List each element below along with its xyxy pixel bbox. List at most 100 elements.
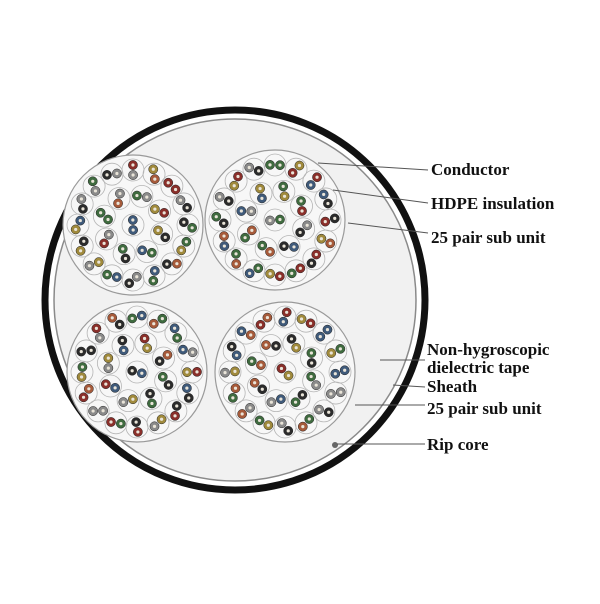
conductor xyxy=(247,165,251,170)
pair-outline xyxy=(314,187,338,211)
conductor xyxy=(214,215,218,219)
conductor xyxy=(290,271,294,275)
conductor xyxy=(113,386,117,390)
conductor xyxy=(102,241,106,245)
conductor xyxy=(259,363,263,367)
conductor xyxy=(87,387,91,391)
conductor xyxy=(218,195,222,199)
conductor xyxy=(182,220,186,224)
pair-outline xyxy=(160,252,184,276)
conductor xyxy=(104,382,108,386)
pair-outline xyxy=(99,374,122,398)
conductor xyxy=(82,239,86,243)
pair-outline xyxy=(164,321,188,345)
pair-outline xyxy=(146,309,170,333)
wire-pair xyxy=(111,334,135,357)
conductor xyxy=(298,266,302,270)
conductor xyxy=(299,317,304,321)
conductor xyxy=(257,418,262,423)
wire-pair xyxy=(273,305,297,329)
conductor xyxy=(280,421,284,425)
conductor xyxy=(105,173,109,177)
conductor xyxy=(289,337,294,341)
wire-pair xyxy=(92,204,116,228)
conductor xyxy=(81,207,85,211)
wire-pair xyxy=(324,381,348,405)
conductor xyxy=(222,221,226,225)
wire-pair xyxy=(287,387,311,410)
wire-pair xyxy=(164,321,188,345)
wire-pair xyxy=(254,237,278,261)
wire-pair xyxy=(86,399,110,423)
pair-outline xyxy=(86,399,110,423)
label-tape-line1: Non-hygroscopic xyxy=(427,340,550,359)
wire-pair xyxy=(142,162,166,186)
conductor xyxy=(79,349,83,354)
pair-outline xyxy=(234,399,258,423)
conductor xyxy=(260,243,264,248)
conductor xyxy=(78,218,82,223)
pair-outline xyxy=(130,184,154,208)
conductor xyxy=(161,375,165,379)
wire-pair xyxy=(134,331,158,355)
wire-pair xyxy=(284,259,308,283)
conductor xyxy=(105,272,109,277)
conductor xyxy=(327,410,331,414)
pair-outline xyxy=(259,334,283,357)
wire-pair xyxy=(146,411,170,435)
pair-outline xyxy=(292,217,316,241)
conductor xyxy=(249,209,253,213)
wire-pair xyxy=(139,387,163,410)
conductor xyxy=(300,209,304,213)
conductor xyxy=(81,395,86,399)
conductor xyxy=(185,206,189,210)
pair-outline xyxy=(247,374,270,398)
wire-pair xyxy=(100,264,124,288)
conductor xyxy=(232,184,236,188)
conductor xyxy=(131,218,135,222)
conductor xyxy=(140,248,144,252)
conductor xyxy=(148,392,152,396)
conductor xyxy=(91,179,95,183)
conductor xyxy=(248,271,252,275)
conductor xyxy=(233,369,237,373)
wire-pair xyxy=(70,360,94,384)
pair-outline xyxy=(107,187,131,210)
conductor xyxy=(80,365,85,369)
conductor xyxy=(307,417,311,421)
conductor xyxy=(118,191,122,196)
conductor xyxy=(282,194,287,198)
wire-pair xyxy=(96,351,120,375)
wire-pair xyxy=(82,174,106,198)
conductor xyxy=(151,167,155,171)
conductor xyxy=(166,181,170,185)
wire-pair xyxy=(302,169,326,193)
label-hdpe-insulation: HDPE insulation xyxy=(431,194,555,213)
wire-pair xyxy=(294,309,318,333)
pair-outline xyxy=(172,234,196,258)
leader-sheath xyxy=(392,384,426,388)
conductor xyxy=(301,425,305,429)
pair-outline xyxy=(264,389,288,413)
pair-outline xyxy=(302,169,326,193)
conductor xyxy=(285,310,289,314)
conductor xyxy=(110,316,114,320)
pair-outline xyxy=(237,222,260,246)
wire-pair xyxy=(272,179,296,203)
conductor xyxy=(156,228,160,232)
conductor xyxy=(240,412,244,416)
conductor xyxy=(268,272,272,276)
conductor xyxy=(279,366,284,371)
wire-pair xyxy=(146,309,170,333)
wire-pair xyxy=(237,222,260,246)
wire-pair xyxy=(176,339,200,363)
conductor xyxy=(278,163,282,167)
conductor xyxy=(250,359,254,363)
pair-outline xyxy=(125,360,149,384)
wire-pair xyxy=(263,208,287,232)
pair-outline xyxy=(277,235,301,258)
conductor xyxy=(328,241,332,245)
conductor xyxy=(119,422,123,426)
wire-pair xyxy=(302,369,326,393)
conductor xyxy=(115,275,119,279)
